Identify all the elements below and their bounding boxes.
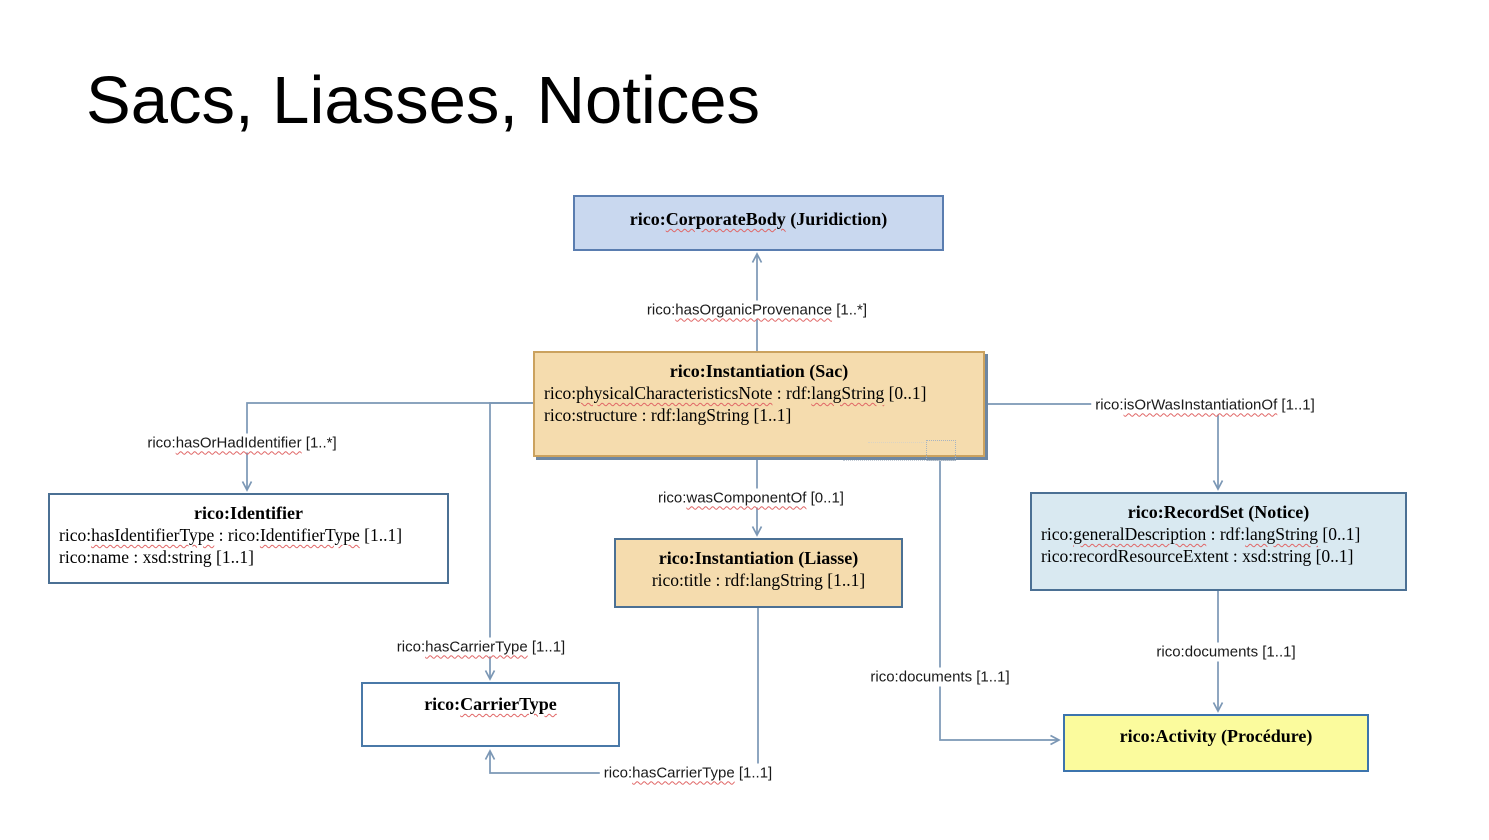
node-recordset-title: rico:RecordSet (Notice) [1127, 502, 1310, 522]
node-identifier[interactable]: rico:Identifier rico:hasIdentifierType :… [48, 493, 449, 584]
node-recordset-properties: rico:generalDescription : rdf:langString… [1032, 523, 1405, 567]
property-line: rico:hasIdentifierType : rico:Identifier… [59, 525, 403, 545]
property-line: rico:title : rdf:langString [1..1] [651, 570, 866, 590]
node-instantiation-sac[interactable]: rico:Instantiation (Sac) rico:physicalCh… [533, 351, 985, 457]
edge-has-carrier-type-from-sac[interactable] [484, 402, 533, 681]
edge-label-has-or-had-identifier[interactable]: rico:hasOrHadIdentifier [1..*] [143, 433, 341, 453]
node-identifier-title: rico:Identifier [194, 503, 303, 523]
property-line: rico:structure : rdf:langString [1..1] [544, 405, 792, 425]
node-corporate-body[interactable]: rico:CorporateBody (Juridiction) [573, 195, 944, 251]
node-corporate-body-title: rico:CorporateBody (Juridiction) [629, 209, 888, 229]
node-carrier-type-title: rico:CarrierType [424, 694, 557, 714]
property-line: rico:generalDescription : rdf:langString… [1041, 524, 1361, 544]
edge-label-is-or-was-instantiation-of[interactable]: rico:isOrWasInstantiationOf [1..1] [1091, 395, 1319, 415]
edge-label-documents-left[interactable]: rico:documents [1..1] [866, 667, 1014, 687]
edge-label-documents-right[interactable]: rico:documents [1..1] [1152, 642, 1300, 662]
edge-label-has-carrier-type-top[interactable]: rico:hasCarrierType [1..1] [392, 637, 570, 657]
slide-title[interactable]: Sacs, Liasses, Notices [86, 63, 760, 138]
edge-documents-from-sac[interactable] [939, 457, 1061, 746]
node-identifier-properties: rico:hasIdentifierType : rico:Identifier… [50, 524, 447, 568]
node-instantiation-liasse[interactable]: rico:Instantiation (Liasse) rico:title :… [614, 538, 903, 608]
node-activity-procedure[interactable]: rico:Activity (Procédure) [1063, 714, 1369, 772]
edge-label-has-organic-provenance[interactable]: rico:hasOrganicProvenance [1..*] [642, 300, 872, 320]
node-sac-title: rico:Instantiation (Sac) [669, 361, 849, 381]
property-line: rico:physicalCharacteristicsNote : rdf:l… [544, 383, 927, 403]
selection-artifact [926, 440, 956, 461]
edge-label-has-carrier-type-bottom[interactable]: rico:hasCarrierType [1..1] [599, 763, 777, 783]
node-liasse-properties: rico:title : rdf:langString [1..1] [616, 569, 901, 591]
edge-is-or-was-instantiation-of[interactable] [984, 403, 1224, 491]
property-line: rico:name : xsd:string [1..1] [59, 547, 254, 567]
selection-artifact-line [868, 442, 924, 443]
node-carrier-type[interactable]: rico:CarrierType [361, 682, 620, 747]
node-activity-title: rico:Activity (Procédure) [1119, 726, 1313, 746]
selection-artifact-line [843, 460, 955, 461]
edge-label-was-component-of[interactable]: rico:wasComponentOf [0..1] [654, 488, 848, 508]
node-liasse-title: rico:Instantiation (Liasse) [658, 548, 859, 568]
property-line: rico:recordResourceExtent : xsd:string [… [1041, 546, 1354, 566]
node-recordset-notice[interactable]: rico:RecordSet (Notice) rico:generalDesc… [1030, 492, 1407, 591]
edge-has-or-had-identifier[interactable] [241, 402, 533, 492]
node-sac-properties: rico:physicalCharacteristicsNote : rdf:l… [535, 382, 983, 426]
